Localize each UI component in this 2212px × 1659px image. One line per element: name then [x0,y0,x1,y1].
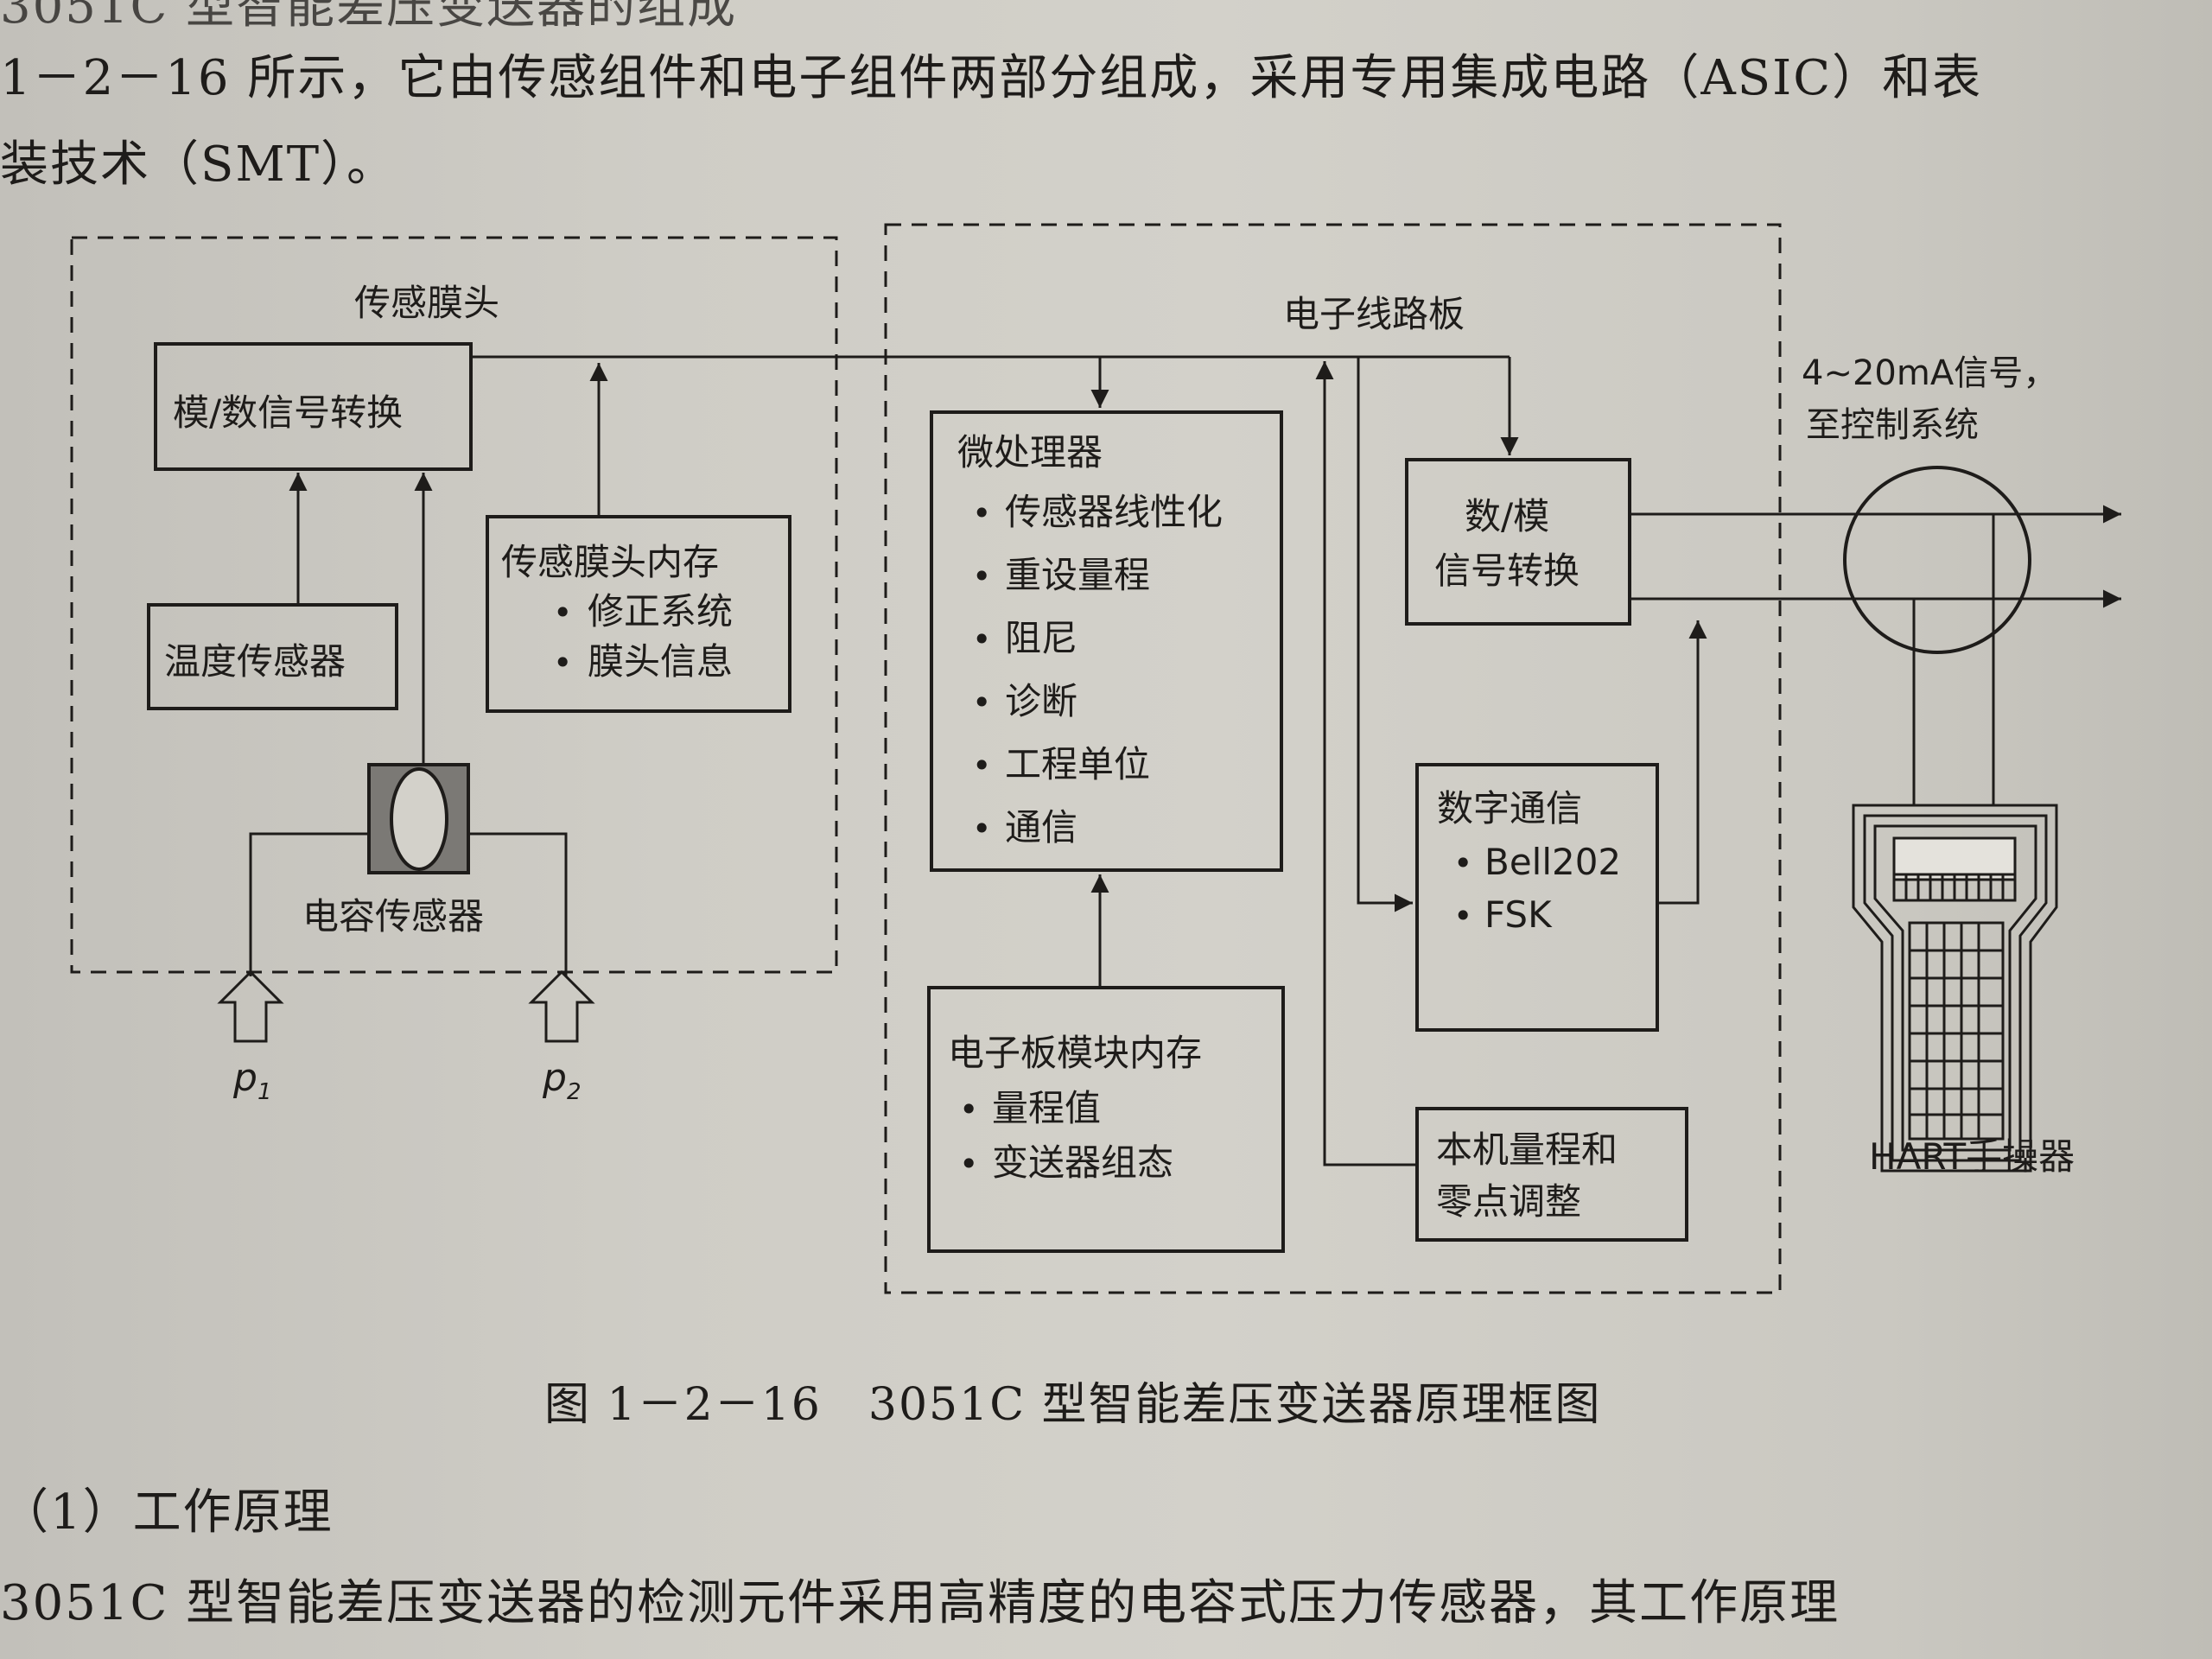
local-adjust-box [1415,1107,1688,1242]
microprocessor-item: 重设量程 [1005,554,1150,596]
board-memory-item: 变送器组态 [992,1141,1173,1184]
bullet: • [1453,897,1472,935]
p2-label: p2 [542,1056,581,1105]
board-memory-item: 量程值 [992,1087,1101,1129]
bullet: • [972,494,991,532]
microprocessor-item: 阻尼 [1005,617,1077,659]
sensor-group-label: 传感膜头 [354,282,499,324]
local-adjust-line2: 零点调整 [1436,1180,1581,1223]
board-group-frame [884,223,1782,1294]
local-adjust-line1: 本机量程和 [1436,1128,1618,1171]
hart-communicator-icon [1852,804,2058,1173]
sensor-memory-item: 修正系统 [588,590,733,632]
bullet: • [972,683,991,721]
da-converter-line2: 信号转换 [1434,550,1580,592]
paragraph-line-2: 装技术（SMT）。 [0,137,397,193]
board-memory-title: 电子板模块内存 [948,1032,1202,1074]
microprocessor-title: 微处理器 [957,431,1103,474]
board-memory-box [927,986,1285,1253]
output-signal-line2: 至控制系统 [1806,405,1979,445]
bullet: • [959,1145,978,1183]
microprocessor-item: 通信 [1005,806,1077,849]
hart-label: HART手操器 [1869,1135,2075,1178]
da-converter-box [1405,458,1631,626]
bullet: • [959,1090,978,1128]
section-heading: （1）工作原理 [0,1484,334,1541]
pressure-arrow-p1 [217,969,284,1043]
ad-converter-box [154,342,473,471]
ad-converter-label: 模/数信号转换 [173,391,403,434]
p1-label: p1 [232,1056,271,1105]
digital-comm-title: 数字通信 [1437,787,1582,830]
sensor-memory-title: 传感膜头内存 [501,541,719,583]
digital-comm-box [1415,763,1659,1032]
pressure-arrow-p2 [528,969,595,1043]
microprocessor-item: 诊断 [1005,680,1077,722]
digital-comm-item: Bell202 [1484,841,1621,883]
cut-off-heading: 3051C 型智能差压变送器的组成 [0,0,738,35]
bullet: • [553,594,572,632]
microprocessor-item: 工程单位 [1005,743,1150,785]
figure-caption: 图 1－2－16 3051C 型智能差压变送器原理框图 [544,1379,1602,1431]
sensor-memory-item: 膜头信息 [588,640,733,683]
temp-sensor-box [147,603,398,710]
output-signal-line1: 4~20mA信号， [1802,353,2057,393]
capacitive-sensor-icon [367,763,470,874]
bullet: • [972,620,991,658]
bullet: • [972,747,991,785]
bullet: • [972,810,991,848]
microprocessor-item: 传感器线性化 [1005,491,1223,533]
body-text-line: 3051C 型智能差压变送器的检测元件采用高精度的电容式压力传感器，其工作原理 [0,1575,1840,1631]
bullet: • [972,557,991,595]
current-loop-ring [1843,466,2031,654]
board-group-label: 电子线路板 [1283,293,1465,335]
cap-sensor-label: 电容传感器 [302,895,484,938]
sensor-group-frame [70,236,838,974]
paragraph-line-1: 1－2－16 所示，它由传感组件和电子组件两部分组成，采用专用集成电路（ASIC… [0,50,1983,106]
da-converter-line1: 数/模 [1465,495,1549,537]
digital-comm-item: FSK [1484,893,1553,936]
bullet: • [1453,844,1472,882]
bullet: • [553,644,572,682]
temp-sensor-label: 温度传感器 [164,640,346,683]
microprocessor-box [930,410,1283,872]
sensor-memory-box [486,515,791,713]
